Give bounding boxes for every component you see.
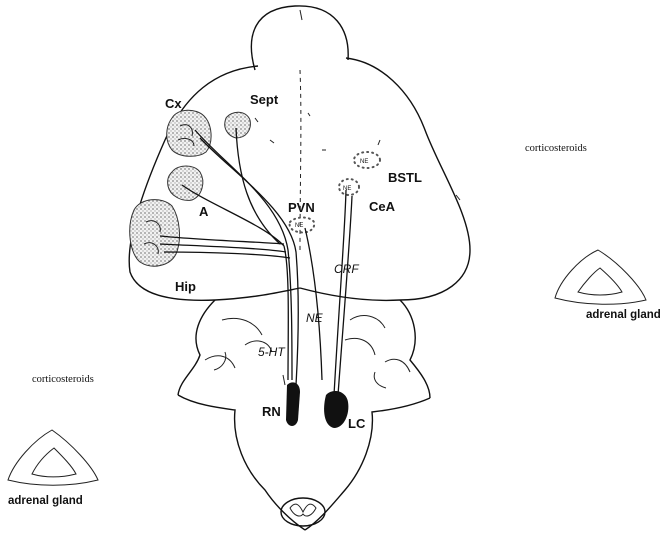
svg-text:NE: NE — [295, 223, 303, 229]
label-cortex: Cx — [165, 96, 182, 111]
corticosteroids-note-left: corticosteroids — [32, 374, 94, 385]
adrenal-gland-right — [555, 250, 646, 304]
label-cea: CeA — [369, 199, 396, 214]
label-amygdala: A — [199, 204, 209, 219]
cea-nucleus: NE — [339, 179, 359, 195]
label-5ht: 5-HT — [258, 345, 286, 359]
label-septum: Sept — [250, 92, 279, 107]
adrenal-gland-label-right: adrenal gland — [586, 309, 661, 321]
septum-nucleus — [225, 112, 251, 138]
cortex-nucleus — [167, 110, 211, 156]
label-ne: NE — [306, 311, 324, 325]
bstl-nucleus: NE — [354, 152, 380, 168]
label-crf: CRF — [334, 262, 359, 276]
label-rn: RN — [262, 404, 281, 419]
label-bstl: BSTL — [388, 170, 422, 185]
adrenal-gland-label-left: adrenal gland — [8, 495, 83, 507]
svg-text:NE: NE — [343, 186, 351, 192]
hippocampus-nucleus — [130, 200, 180, 267]
corticosteroids-note-right: corticosteroids — [525, 143, 587, 154]
raphe-nucleus — [286, 382, 300, 426]
brain-outline — [129, 6, 470, 530]
label-lc: LC — [348, 416, 366, 431]
pvn-nucleus: NE — [290, 218, 315, 233]
svg-text:NE: NE — [360, 159, 368, 165]
adrenal-gland-left — [8, 430, 98, 485]
label-pvn: PVN — [288, 200, 315, 215]
locus-coeruleus — [324, 391, 348, 428]
label-hippocampus: Hip — [175, 279, 196, 294]
crf-fiber — [334, 190, 352, 395]
